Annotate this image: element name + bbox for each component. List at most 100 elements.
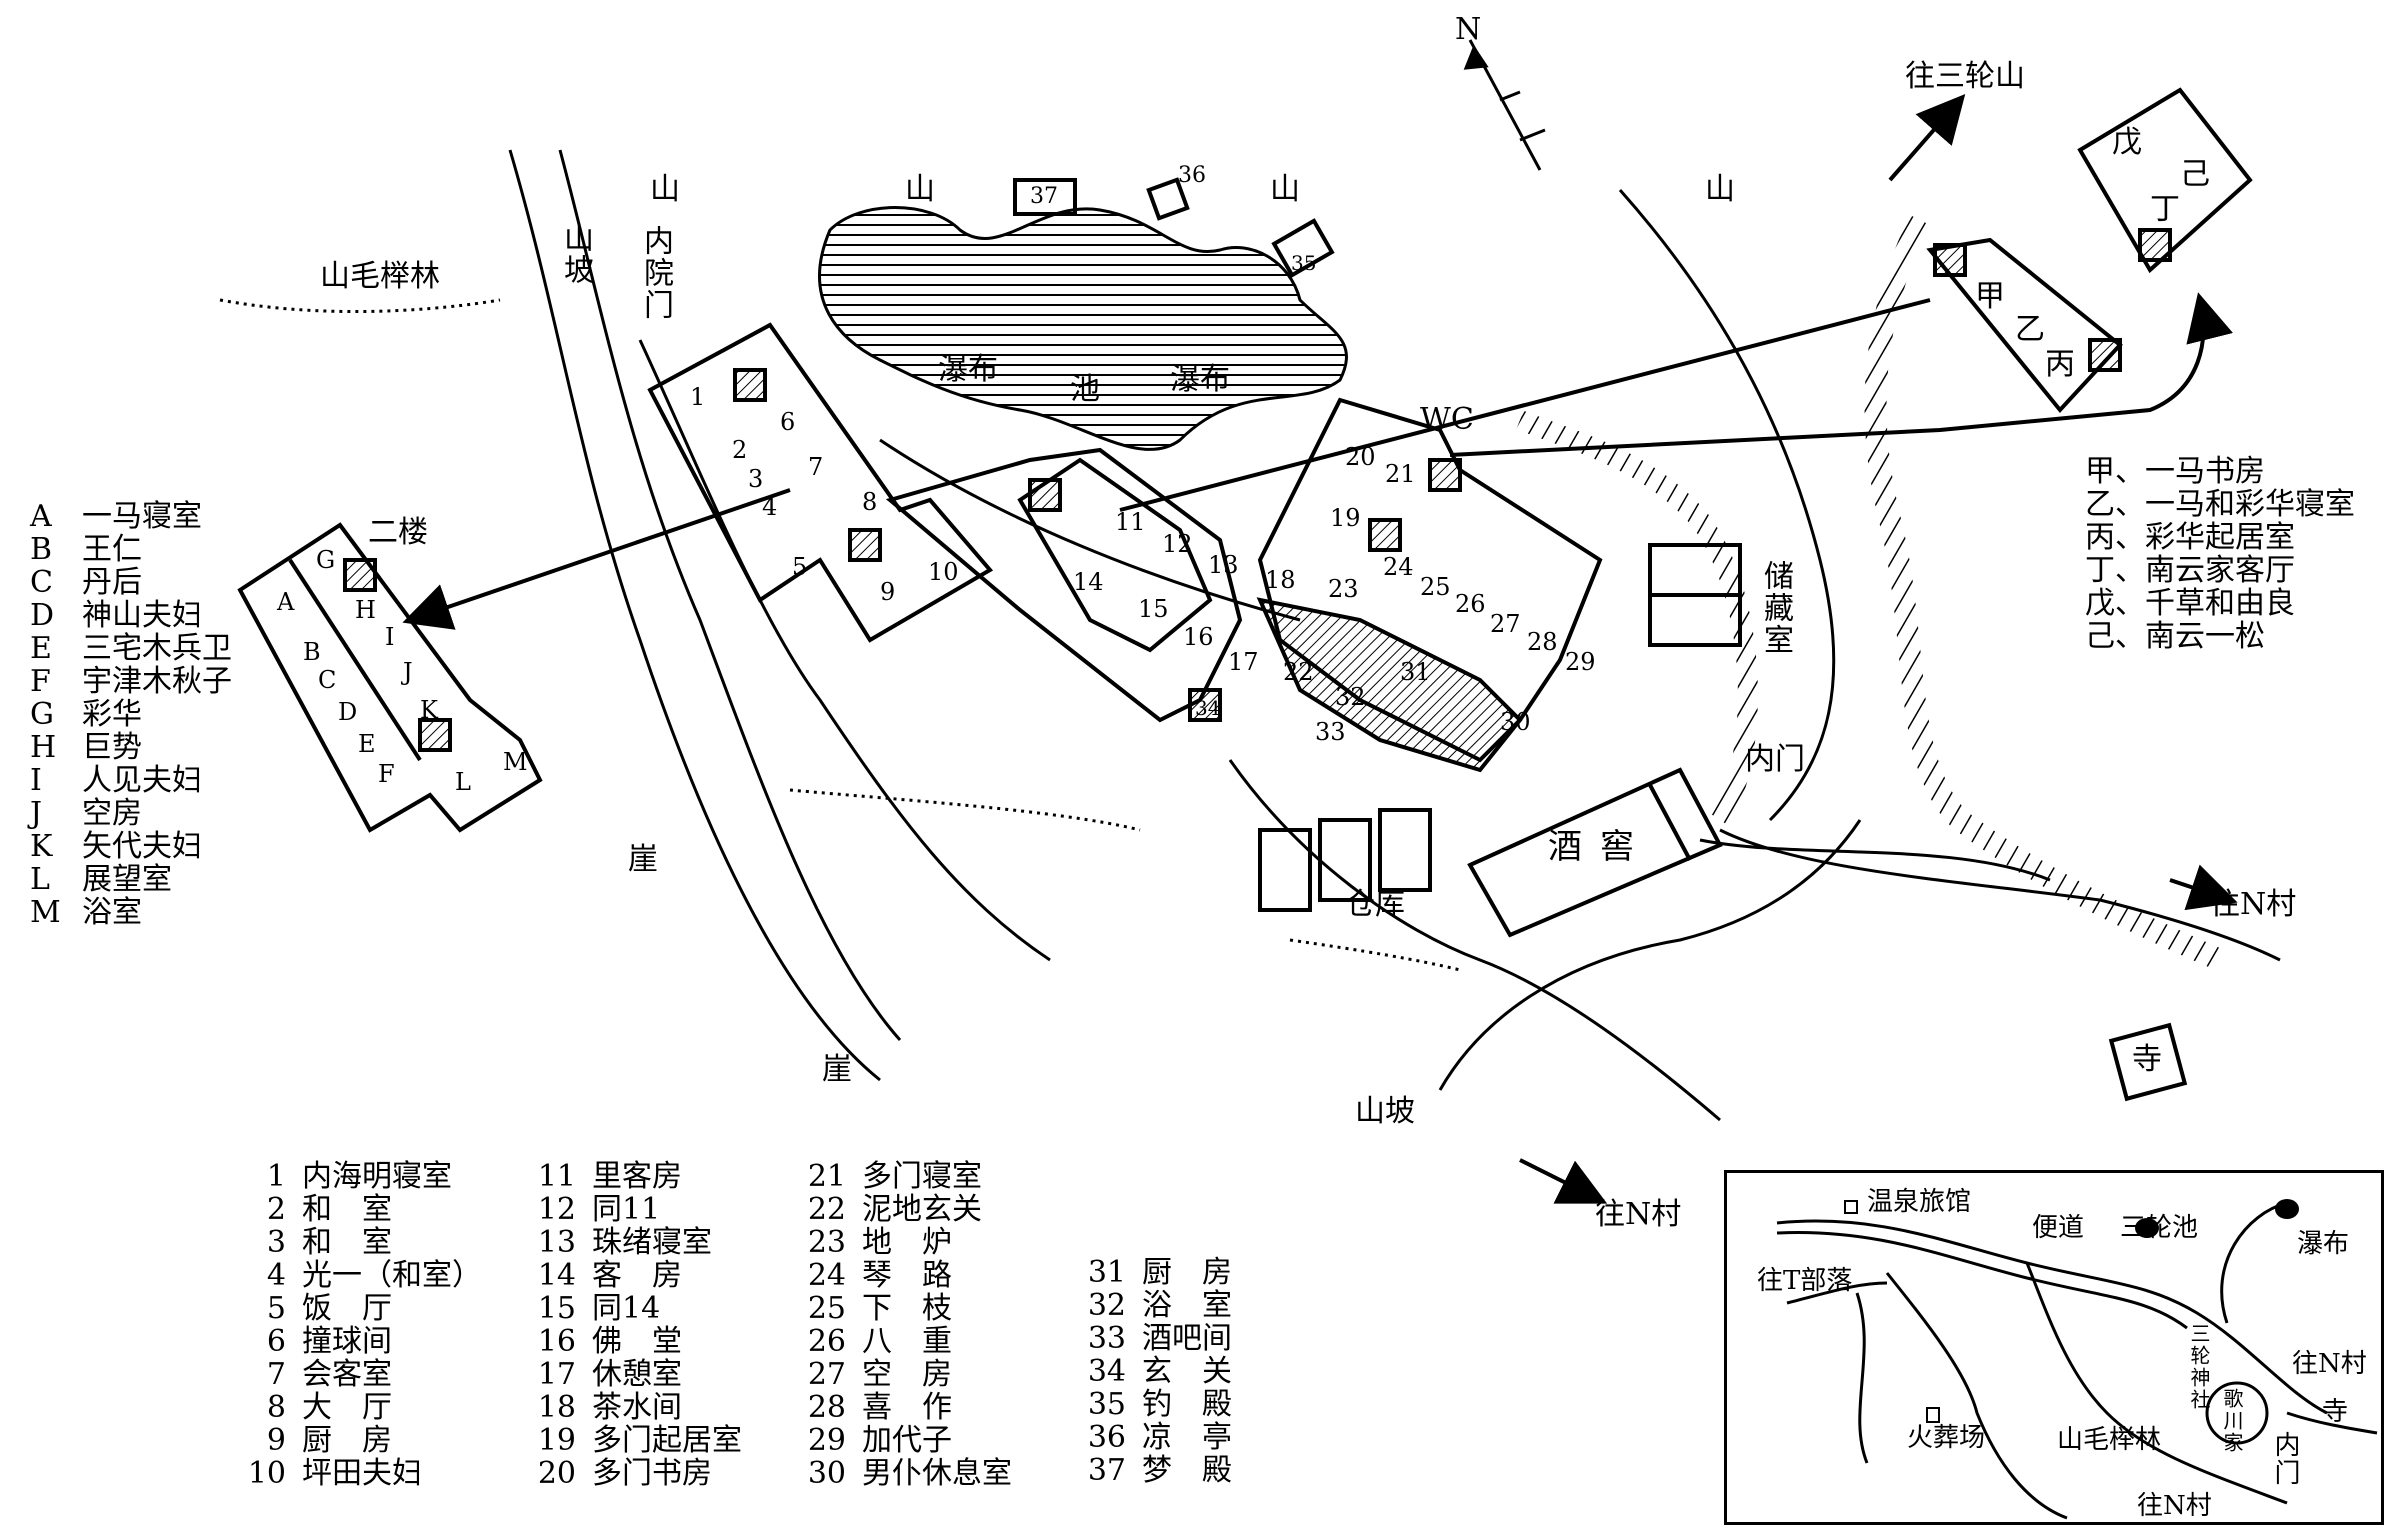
annex-yi: 乙 bbox=[2015, 312, 2045, 347]
label-second-floor: 二楼 bbox=[368, 515, 428, 550]
annex-wu: 戊 bbox=[2112, 125, 2142, 160]
label-to-sanlun: 往三轮山 bbox=[1905, 59, 2025, 94]
inset-to-n: 往N村 bbox=[2292, 1349, 2367, 1379]
room-7: 7 bbox=[808, 453, 824, 481]
label-pond: 池 bbox=[1070, 372, 1100, 407]
room-17: 17 bbox=[1228, 648, 1259, 676]
label-cliff: 崖 bbox=[628, 842, 658, 877]
room-j: J bbox=[403, 658, 413, 686]
room-12: 12 bbox=[1162, 530, 1193, 558]
room-35: 35 bbox=[1291, 251, 1317, 275]
room-37: 37 bbox=[1030, 184, 1058, 209]
room-23: 23 bbox=[1328, 575, 1359, 603]
inset-inner-gate: 内门 bbox=[2270, 1431, 2300, 1487]
label-mountain: 山 bbox=[650, 172, 680, 207]
room-16: 16 bbox=[1183, 623, 1214, 651]
room-d: D bbox=[338, 698, 358, 726]
room-34: 34 bbox=[1195, 696, 1221, 720]
room-36: 36 bbox=[1178, 163, 1206, 188]
terrace-marks bbox=[219, 298, 1461, 972]
room-h: H bbox=[355, 596, 376, 624]
room-29: 29 bbox=[1565, 648, 1596, 676]
label-beech-forest: 山毛榉林 bbox=[320, 259, 440, 294]
room-4: 4 bbox=[762, 493, 778, 521]
room-24: 24 bbox=[1383, 553, 1414, 581]
legend-annex: 甲、一马书房 乙、一马和彩华寝室 丙、彩华起居室 丁、南云家客厅 戊、千草和由良… bbox=[2085, 454, 2355, 654]
room-1: 1 bbox=[690, 383, 706, 411]
room-15: 15 bbox=[1138, 595, 1169, 623]
label-mountain: 山 bbox=[1270, 172, 1300, 207]
room-31: 31 bbox=[1400, 658, 1431, 686]
annex-ji: 己 bbox=[2180, 157, 2210, 192]
label-waterfall: 瀑布 bbox=[938, 352, 998, 387]
inset-map: 温泉旅馆 便道 三轮池 瀑布 往T部落 三轮神社 往N村 火葬场 歌川家 寺 山… bbox=[1724, 1170, 2384, 1525]
label-slope: 山坡 bbox=[1355, 1094, 1415, 1129]
label-warehouse: 仓库 bbox=[1345, 887, 1405, 922]
inset-to-t: 往T部落 bbox=[1757, 1266, 1853, 1296]
inset-shrine: 三轮神社 bbox=[2187, 1323, 2211, 1411]
compass-north: N bbox=[1455, 12, 1482, 47]
room-k: K bbox=[420, 696, 438, 724]
outbuildings bbox=[1258, 543, 2188, 1102]
label-wc: WC bbox=[1420, 402, 1474, 437]
label-slope: 山坡 bbox=[558, 222, 593, 286]
inset-pond: 三轮池 bbox=[2120, 1213, 2199, 1243]
annex-bing: 丙 bbox=[2045, 347, 2075, 382]
label-inner-gate-top: 内院门 bbox=[638, 225, 673, 321]
room-2: 2 bbox=[732, 436, 748, 464]
room-f: F bbox=[378, 760, 395, 788]
label-cliff: 崖 bbox=[822, 1052, 852, 1087]
room-g: G bbox=[316, 546, 336, 574]
annex-jia: 甲 bbox=[1975, 279, 2005, 314]
arrows bbox=[402, 93, 2238, 1204]
room-14: 14 bbox=[1073, 568, 1104, 596]
label-to-n-village: 往N村 bbox=[1595, 1197, 1682, 1232]
left-wing bbox=[237, 522, 543, 833]
terrain-lines bbox=[508, 149, 2281, 1122]
room-c: C bbox=[318, 666, 337, 694]
room-18: 18 bbox=[1265, 566, 1296, 594]
room-8: 8 bbox=[862, 488, 878, 516]
room-11: 11 bbox=[1115, 508, 1146, 536]
room-5: 5 bbox=[792, 553, 808, 581]
pond bbox=[818, 206, 1348, 451]
room-b: B bbox=[303, 638, 321, 666]
inset-waterfall: 瀑布 bbox=[2297, 1229, 2350, 1259]
room-30: 30 bbox=[1500, 708, 1531, 736]
label-temple: 寺 bbox=[2132, 1042, 2162, 1077]
room-10: 10 bbox=[928, 558, 959, 586]
room-25: 25 bbox=[1420, 573, 1451, 601]
room-i: I bbox=[385, 623, 395, 651]
room-26: 26 bbox=[1455, 590, 1486, 618]
label-inner-gate: 内门 bbox=[1745, 742, 1805, 777]
room-32: 32 bbox=[1335, 683, 1366, 711]
inset-house: 歌川家 bbox=[2220, 1388, 2244, 1454]
label-mountain: 山 bbox=[1705, 172, 1735, 207]
label-wine-cellar: 酒窖 bbox=[1548, 827, 1652, 867]
rail-road bbox=[1864, 215, 2225, 971]
compass-icon bbox=[1463, 39, 1546, 171]
inset-beech: 山毛榉林 bbox=[2057, 1425, 2162, 1455]
inset-path: 便道 bbox=[2032, 1213, 2085, 1243]
label-storage: 储藏室 bbox=[1758, 560, 1793, 656]
room-9: 9 bbox=[880, 578, 896, 606]
label-to-n-village: 往N村 bbox=[2210, 887, 2297, 922]
room-a: A bbox=[277, 588, 295, 616]
annex-buildings bbox=[1926, 87, 2253, 414]
room-33: 33 bbox=[1315, 718, 1346, 746]
room-28: 28 bbox=[1527, 628, 1558, 656]
label-waterfall: 瀑布 bbox=[1170, 362, 1230, 397]
room-6: 6 bbox=[780, 408, 796, 436]
inset-roads bbox=[1776, 1199, 2378, 1520]
room-3: 3 bbox=[748, 465, 764, 493]
label-mountain: 山 bbox=[905, 172, 935, 207]
inset-temple: 寺 bbox=[2322, 1397, 2349, 1427]
room-13: 13 bbox=[1208, 551, 1239, 579]
inset-hot-spring: 温泉旅馆 bbox=[1867, 1187, 1972, 1217]
